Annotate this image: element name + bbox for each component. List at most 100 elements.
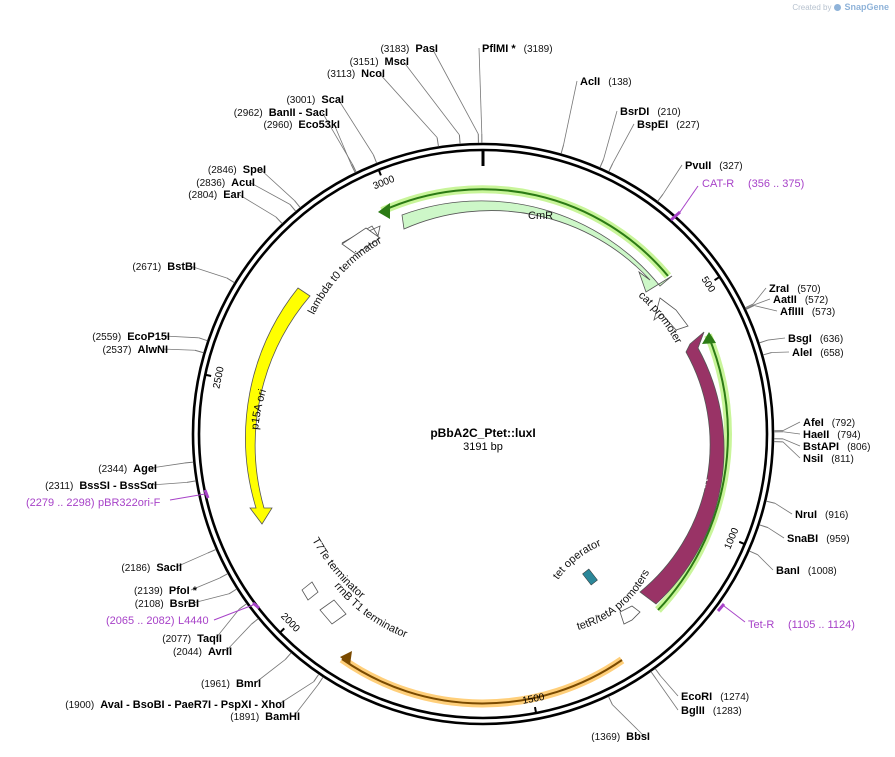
enzyme-callout-line — [783, 422, 800, 431]
enzyme-callout-line — [768, 338, 785, 340]
tet-r-callout — [724, 606, 745, 622]
enzyme-site-tick — [199, 338, 208, 341]
enzyme-site-tick — [314, 674, 319, 681]
tet-operator-feature — [583, 569, 598, 585]
enzyme-name: AfeI — [803, 417, 824, 429]
enzyme-position: (1961) — [201, 679, 230, 690]
enzyme-callout-line — [379, 73, 437, 138]
enzyme-position: (3189) — [524, 44, 553, 55]
enzyme-name: AflIII — [780, 306, 804, 318]
enzyme-label: (3151)MscI — [350, 56, 409, 68]
enzyme-position: (573) — [812, 307, 835, 318]
enzyme-site-tick — [373, 155, 376, 163]
enzyme-position: (138) — [608, 77, 631, 88]
enzyme-label: (2139)PfoI * — [134, 585, 198, 597]
tick-mark-2500 — [204, 375, 211, 376]
enzyme-name: AclI — [580, 76, 600, 88]
enzyme-name: ScaI — [321, 94, 344, 106]
enzyme-label: (3113)NcoI — [327, 68, 385, 80]
enzyme-name: EarI — [223, 189, 244, 201]
enzyme-site-tick — [600, 159, 604, 167]
enzyme-position: (2077) — [162, 634, 191, 645]
enzyme-name: EcoP15I — [127, 331, 170, 343]
enzyme-label: BglII(1283) — [681, 705, 742, 717]
enzyme-position: (1900) — [65, 700, 94, 711]
enzyme-position: (916) — [825, 510, 848, 521]
enzyme-site-tick — [459, 135, 460, 144]
enzyme-name: BsgI — [788, 333, 812, 345]
features: CmR lambda t0 terminator cat promoter p1… — [246, 201, 725, 641]
enzyme-label: (2311)BssSI - BssSαI — [45, 480, 157, 492]
primers: CAT-R (356 .. 375) Tet-R (1105 .. 1124) … — [26, 178, 855, 631]
enzyme-site-tick — [295, 201, 301, 208]
enzyme-site-tick — [658, 194, 663, 201]
enzyme-position: (2804) — [188, 190, 217, 201]
tet-r-name: Tet-R — [748, 619, 774, 631]
enzyme-position: (1891) — [230, 712, 259, 723]
enzyme-site-tick — [759, 340, 768, 343]
enzyme-site-tick — [208, 549, 216, 553]
enzyme-name: PflMI * — [482, 43, 516, 55]
enzyme-callout-line — [432, 48, 478, 134]
tet-operator-label: tet operator — [551, 537, 603, 582]
snapgene-brand: SnapGene — [844, 2, 889, 12]
enzyme-name: NcoI — [361, 68, 385, 80]
enzyme-position: (3183) — [380, 44, 409, 55]
enzyme-callout-line — [564, 81, 577, 145]
enzyme-site-tick — [609, 697, 613, 705]
enzyme-position: (2846) — [208, 165, 237, 176]
enzyme-position: (327) — [719, 161, 742, 172]
enzyme-callout-line — [663, 165, 682, 194]
enzyme-name: EcoRI — [681, 691, 712, 703]
enzyme-name: BsrBI — [170, 598, 199, 610]
l4440-range: (2065 .. 2082) — [106, 615, 175, 627]
enzyme-position: (2962) — [234, 108, 263, 119]
enzyme-label: (2559)EcoP15I — [92, 331, 170, 343]
enzyme-position: (2836) — [196, 178, 225, 189]
l4440-name: L4440 — [178, 615, 209, 627]
enzyme-site-tick — [285, 653, 291, 660]
enzyme-site-tick — [187, 481, 196, 482]
enzyme-label: (2077)TaqII — [162, 633, 222, 645]
enzyme-label: NsiI(811) — [803, 453, 854, 465]
cat-r-name: CAT-R — [702, 178, 734, 190]
enzyme-site-tick — [276, 217, 282, 224]
tick-label-500: 500 — [699, 275, 718, 295]
tick-label-1000: 1000 — [723, 526, 742, 551]
tetr-orf-arrowhead — [702, 332, 716, 344]
enzyme-position: (210) — [657, 107, 680, 118]
enzyme-position: (3001) — [286, 95, 315, 106]
enzyme-site-tick — [655, 669, 660, 676]
enzyme-callout-line — [768, 528, 784, 538]
enzyme-name: MscI — [385, 56, 409, 68]
pbr322ori-f-name: pBR322ori-F — [98, 497, 161, 509]
enzyme-name: BstBI — [167, 261, 196, 273]
enzyme-site-tick — [759, 525, 768, 528]
enzyme-position: (959) — [826, 534, 849, 545]
cmr-orf-glow — [382, 189, 668, 276]
enzyme-name: BssSI - BssSαI — [79, 480, 157, 492]
enzyme-name: BspEI — [637, 119, 668, 131]
enzyme-label: AfeI(792) — [803, 417, 855, 429]
enzyme-site-tick — [184, 462, 193, 463]
enzyme-position: (227) — [676, 120, 699, 131]
enzyme-position: (1274) — [720, 692, 749, 703]
enzyme-label: BanI(1008) — [776, 565, 837, 577]
enzyme-name: BanI — [776, 565, 800, 577]
enzyme-name: SnaBI — [787, 533, 818, 545]
pbr322ori-f-range: (2279 .. 2298) — [26, 497, 95, 509]
enzyme-position: (794) — [837, 430, 860, 441]
enzyme-label: (1900)AvaI - BsoBI - PaeR7I - PspXI - Xh… — [65, 699, 285, 711]
enzyme-site-tick — [609, 163, 613, 171]
enzyme-layer: PflMI *(3189)(3183)PasI(3151)MscI(3113)N… — [45, 43, 870, 743]
enzyme-name: AlwNI — [137, 344, 168, 356]
tet-r-site — [718, 604, 724, 611]
enzyme-position: (2344) — [98, 464, 127, 475]
enzyme-name: BsrDI — [620, 106, 649, 118]
enzyme-callout-line — [783, 439, 800, 446]
snapgene-credit: Created by SnapGene — [792, 2, 889, 12]
enzyme-label: (2344)AgeI — [98, 463, 157, 475]
enzyme-name: NsiI — [803, 453, 823, 465]
tick-label-1500: 1500 — [522, 692, 546, 707]
